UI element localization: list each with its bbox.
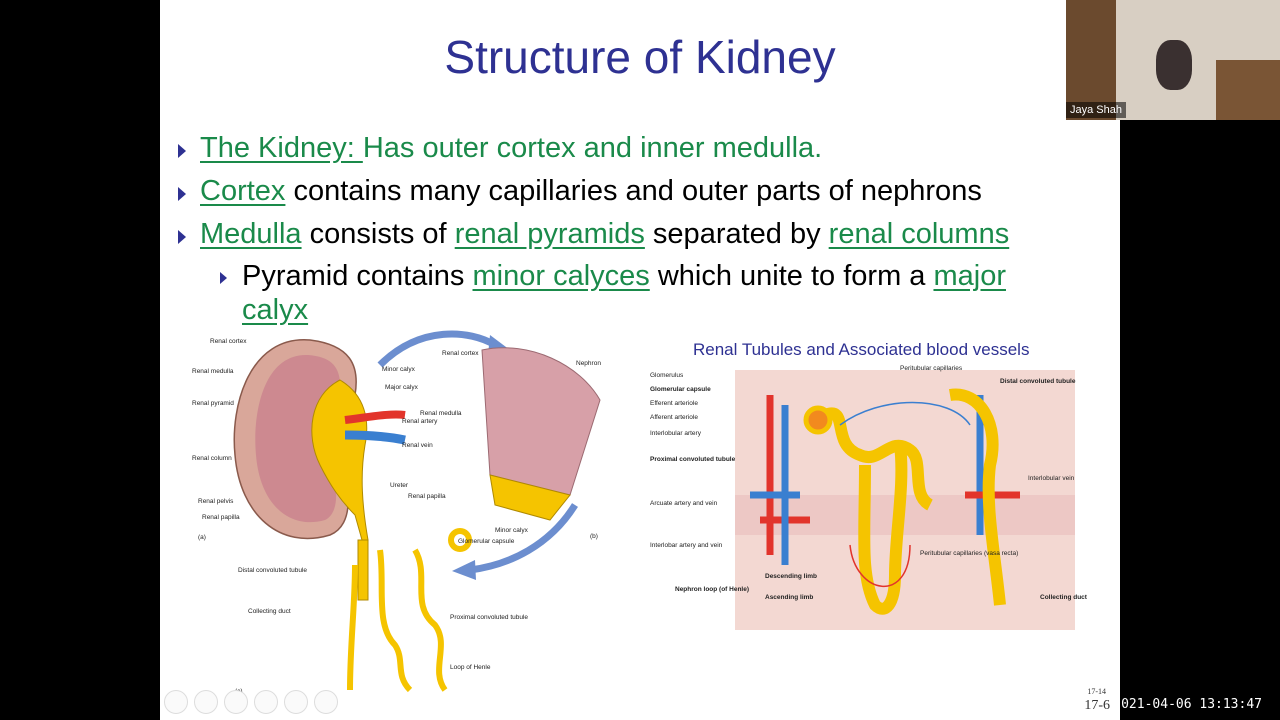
label-distal-convoluted-tubule-r: Distal convoluted tubule [1000, 378, 1076, 385]
label-loop-of-henle: Loop of Henle [450, 664, 491, 671]
label-minor-calyx-b: Minor calyx [495, 527, 529, 534]
label-afferent-arteriole: Afferent arteriole [650, 414, 698, 421]
label-ascending-limb: Ascending limb [765, 594, 813, 601]
kidney-link[interactable]: The Kidney: [200, 132, 363, 164]
bullet-3-text-b: separated by [644, 218, 829, 250]
renal-tubules-figure: Renal Tubules and Associated blood vesse… [650, 340, 1088, 630]
label-renal-cortex-b: Renal cortex [442, 350, 479, 357]
bullet-arrow-icon [178, 187, 186, 201]
label-major-calyx: Major calyx [385, 384, 419, 391]
cortex-link[interactable]: Cortex [200, 175, 286, 207]
tubule-labels: Glomerulus Glomerular capsule Efferent a… [650, 365, 1088, 601]
label-renal-cortex: Renal cortex [210, 338, 247, 345]
label-nephron-loop: Nephron loop (of Henle) [675, 586, 749, 593]
medulla-link[interactable]: Medulla [200, 218, 302, 250]
slide-title: Structure of Kidney [444, 31, 836, 83]
major-link[interactable]: major [933, 260, 1006, 292]
pyramid-detail-illustration [481, 347, 601, 521]
label-nephron: Nephron [576, 360, 601, 367]
slide: Structure of Kidney The Kidney: Has oute… [160, 0, 1120, 720]
label-proximal-convoluted-tubule: Proximal convoluted tubule [450, 614, 528, 621]
label-descending-limb: Descending limb [765, 573, 817, 580]
bullet-arrow-icon [178, 144, 186, 158]
sub-bullet-text-a: Pyramid contains [242, 260, 473, 292]
pen-button[interactable] [224, 690, 248, 714]
label-renal-medulla: Renal medulla [192, 368, 234, 375]
label-collecting-duct-r: Collecting duct [1040, 594, 1088, 601]
label-vasa-recta: Peritubular capillaries (vasa recta) [920, 550, 1018, 557]
bullet-1-text: Has outer cortex and inner medulla. [362, 132, 823, 164]
kidney-labels: Renal cortex Renal medulla Renal pyramid… [192, 338, 601, 695]
label-interlobular-artery: Interlobular artery [650, 430, 702, 437]
label-peritubular-capillaries: Peritubular capillaries [900, 365, 963, 372]
prev-slide-button[interactable] [164, 690, 188, 714]
webcam-thumbnail[interactable]: Jaya Shah [1066, 0, 1280, 120]
label-b: (b) [590, 533, 598, 540]
label-glomerulus: Glomerulus [650, 372, 684, 379]
minor-calyces-link[interactable]: minor calyces [472, 260, 650, 292]
label-ureter: Ureter [390, 482, 409, 489]
label-proximal-convoluted-tubule-r: Proximal convoluted tubule [650, 456, 736, 463]
slides-grid-button[interactable] [254, 690, 278, 714]
label-distal-convoluted-tubule: Distal convoluted tubule [238, 567, 307, 574]
sub-bullet-arrow-icon [220, 272, 227, 284]
label-renal-papilla-b: Renal papilla [408, 493, 446, 500]
label-a: (a) [198, 534, 206, 541]
sub-bullet-text-b: which unite to form a [649, 260, 934, 292]
bullet-2-text: contains many capillaries and outer part… [285, 175, 982, 207]
label-collecting-duct: Collecting duct [248, 608, 291, 615]
next-slide-button[interactable] [194, 690, 218, 714]
label-renal-artery: Renal artery [402, 418, 438, 425]
label-efferent-arteriole: Efferent arteriole [650, 400, 698, 407]
timestamp: 2021-04-06 13:13:47 [1113, 697, 1262, 712]
label-minor-calyx: Minor calyx [382, 366, 416, 373]
label-renal-column: Renal column [192, 455, 232, 462]
label-interlobular-vein: Interlobular vein [1028, 475, 1075, 482]
slide-controls [164, 690, 338, 714]
more-options-button[interactable] [314, 690, 338, 714]
bullet-arrow-icon [178, 230, 186, 244]
renal-pyramids-link[interactable]: renal pyramids [454, 218, 645, 250]
label-renal-pelvis: Renal pelvis [198, 498, 234, 505]
page-number: 17-6 [1084, 698, 1110, 713]
label-renal-pyramid: Renal pyramid [192, 400, 234, 407]
kidney-section-illustration [233, 339, 406, 601]
calyx-link[interactable]: calyx [242, 294, 309, 326]
renal-columns-link[interactable]: renal columns [828, 218, 1010, 250]
label-glomerular-capsule: Glomerular capsule [458, 538, 515, 545]
label-arcuate-artery-vein: Arcuate artery and vein [650, 500, 718, 507]
nephron-illustration [347, 528, 472, 693]
figure-title: Renal Tubules and Associated blood vesse… [693, 340, 1029, 359]
kidney-anatomy-figure: Renal cortex Renal medulla Renal pyramid… [192, 330, 601, 695]
participant-name: Jaya Shah [1066, 102, 1126, 118]
page-small: 17-14 [1087, 687, 1106, 696]
label-renal-papilla: Renal papilla [202, 514, 240, 521]
zoom-button[interactable] [284, 690, 308, 714]
label-interlobar-artery-vein: Interlobar artery and vein [650, 542, 723, 549]
label-glomerular-capsule-r: Glomerular capsule [650, 386, 711, 393]
label-renal-medulla-b: Renal medulla [420, 410, 462, 417]
person-avatar [1156, 40, 1192, 90]
bullet-3-text-a: consists of [301, 218, 455, 250]
label-renal-vein: Renal vein [402, 442, 433, 449]
